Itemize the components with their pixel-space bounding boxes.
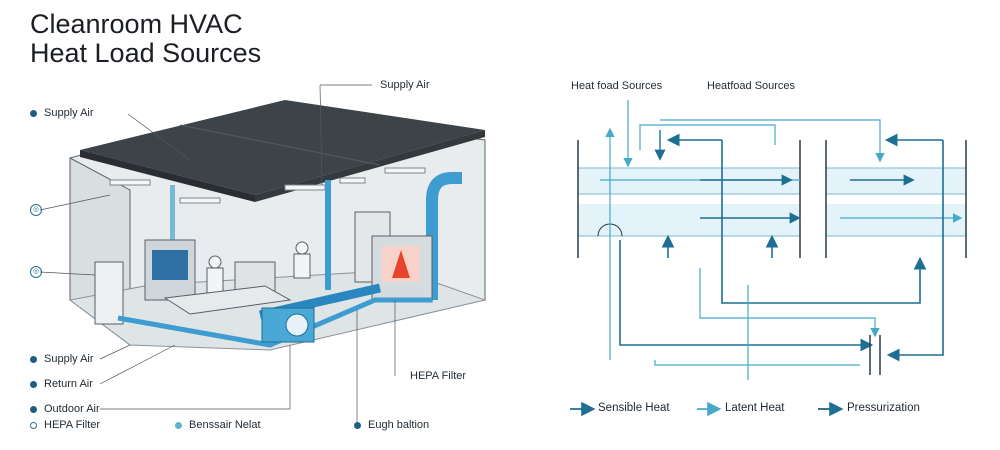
roof-slab — [80, 100, 485, 195]
bullet-icon — [175, 421, 182, 429]
label-eugh-baltion: Eugh baltion — [354, 419, 429, 431]
bullet-icon — [30, 380, 37, 388]
heat-source-flame — [392, 250, 410, 278]
label-bensair-nelat: Benssair Nelat — [175, 419, 261, 431]
gauge-icon: ◎ — [30, 204, 42, 216]
label-supply-air-top: Supply Air — [380, 79, 430, 91]
label-supply-air-bottom: Supply Air — [30, 353, 94, 365]
legend-latent-heat: Latent Heat — [725, 402, 785, 414]
bullet-icon — [30, 109, 37, 117]
bullet-icon — [354, 421, 361, 429]
label-hepa-filter-right: HEPA Filter — [410, 370, 467, 382]
label-heat-load-1: Heat foad Sources — [571, 80, 663, 92]
label-outdoor-air: Outdoor Air — [30, 403, 100, 415]
label-return-air: Return Air — [30, 378, 93, 390]
title-line-1: Cleanroom HVAC — [30, 9, 243, 39]
diagram-title: Cleanroom HVAC Heat Load Sources — [30, 10, 261, 68]
bullet-icon — [30, 405, 37, 413]
legend-sensible-heat: Sensible Heat — [598, 402, 670, 414]
legend-pressurization: Pressurization — [847, 402, 920, 414]
sensor-icon: ◎ — [30, 266, 42, 278]
label-heat-load-2: Heatfoad Sources — [707, 80, 796, 92]
label-hepa-filter-left: HEPA Filter — [30, 419, 100, 431]
title-line-2: Heat Load Sources — [30, 38, 262, 68]
ring-icon — [30, 421, 37, 429]
label-supply-air-left: Supply Air — [30, 107, 94, 119]
bullet-icon — [30, 355, 37, 363]
